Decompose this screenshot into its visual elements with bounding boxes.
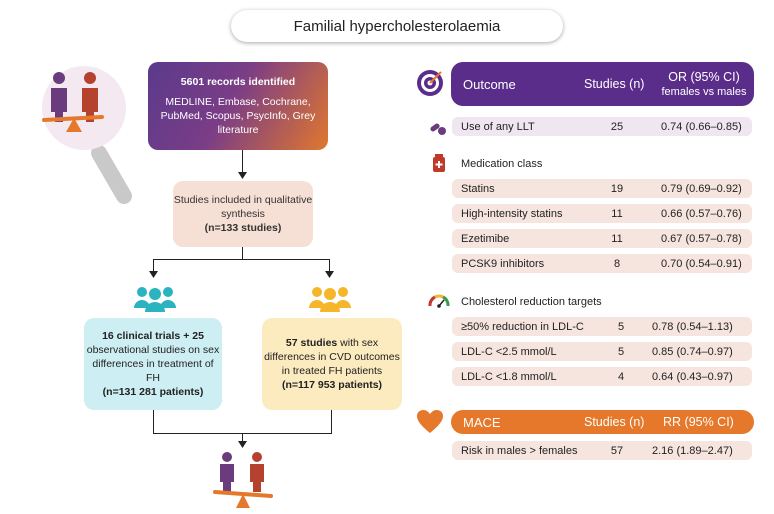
row-n: 4: [617, 370, 625, 383]
outcome-table-header: Outcome Studies (n) OR (95% CI)females v…: [451, 62, 754, 106]
studies-col-header: Studies (n): [584, 415, 645, 429]
row-or: 0.78 (0.54–1.13): [652, 320, 733, 333]
row-n: 5: [617, 320, 625, 333]
table-row: PCSK9 inhibitors 8 0.70 (0.54–0.91): [452, 254, 752, 273]
table-row: LDL-C <2.5 mmol/L 5 0.85 (0.74–0.97): [452, 342, 752, 361]
row-or: 0.70 (0.54–0.91): [661, 257, 742, 270]
group-yellow-icon: [309, 287, 351, 312]
connector: [242, 150, 243, 174]
medicine-bottle-icon: [433, 154, 445, 172]
row-n: 11: [611, 207, 623, 220]
connector: [242, 433, 243, 443]
connector: [329, 259, 330, 273]
row-label: LDL-C <1.8 mmol/L: [461, 370, 557, 383]
cvd-count: (n=117 953 patients): [281, 379, 383, 392]
studies-count: (n=133 studies): [204, 222, 282, 235]
medication-class-header: Medication class: [461, 158, 543, 170]
row-label: Risk in males > females: [461, 444, 578, 457]
row-label: High-intensity statins: [461, 207, 563, 220]
row-label: Statins: [461, 182, 495, 195]
trials-bold: 16 clinical trials + 25: [102, 329, 204, 342]
rr-col-header: RR (95% CI): [663, 415, 734, 429]
row-label: LDL-C <2.5 mmol/L: [461, 345, 557, 358]
page-title: Familial hypercholesterolaemia: [231, 10, 563, 42]
row-or: 0.67 (0.57–0.78): [661, 232, 742, 245]
trials-text: observational studies on sex differences…: [86, 343, 220, 385]
studies-included-box: Studies included in qualitative synthesi…: [173, 181, 313, 247]
cvd-outcomes-box: 57 studies with sex differences in CVD o…: [262, 318, 402, 410]
connector: [153, 259, 330, 260]
row-n: 25: [610, 120, 624, 133]
targets-header: Cholesterol reduction targets: [461, 296, 602, 308]
row-or: 0.79 (0.69–0.92): [661, 182, 742, 195]
arrow-down-icon: [149, 271, 158, 278]
arrow-down-icon: [238, 172, 247, 179]
clinical-trials-box: 16 clinical trials + 25 observational st…: [84, 318, 222, 410]
table-row: Statins 19 0.79 (0.69–0.92): [452, 179, 752, 198]
outcome-col-header: Outcome: [463, 76, 516, 92]
target-icon: [417, 70, 443, 96]
records-identified-box: 5601 records identified MEDLINE, Embase,…: [148, 62, 328, 150]
cvd-description: 57 studies with sex differences in CVD o…: [264, 336, 400, 377]
records-sources: MEDLINE, Embase, Cochrane, PubMed, Scopu…: [160, 95, 316, 137]
connector: [242, 247, 243, 259]
row-label: Ezetimibe: [461, 232, 510, 245]
row-n: 19: [610, 182, 624, 195]
heart-icon: [417, 410, 443, 433]
row-n: 11: [611, 232, 623, 245]
table-row: Use of any LLT 25 0.74 (0.66–0.85): [452, 117, 752, 136]
magnifier-couple-icon: [42, 66, 132, 204]
trials-count: (n=131 281 patients): [102, 386, 204, 399]
studies-col-header: Studies (n): [584, 77, 645, 91]
connector: [331, 410, 332, 433]
table-row: Ezetimibe 11 0.67 (0.57–0.78): [452, 229, 752, 248]
row-rr: 2.16 (1.89–2.47): [652, 444, 733, 457]
row-label: PCSK9 inhibitors: [461, 257, 545, 270]
table-row: ≥50% reduction in LDL-C 5 0.78 (0.54–1.1…: [452, 317, 752, 336]
gauge-icon: [428, 294, 450, 308]
group-teal-icon: [134, 287, 176, 312]
row-or: 0.66 (0.57–0.76): [661, 207, 742, 220]
mace-col-header: MACE: [463, 414, 501, 430]
mace-table-header: MACE Studies (n) RR (95% CI): [451, 410, 754, 434]
pills-icon: [430, 123, 446, 135]
connector: [153, 410, 154, 433]
table-row: High-intensity statins 11 0.66 (0.57–0.7…: [452, 204, 752, 223]
row-n: 5: [617, 345, 625, 358]
couple-scale-icon: [213, 452, 273, 508]
records-title: 5601 records identified: [180, 75, 296, 88]
row-n: 8: [613, 257, 621, 270]
arrow-down-icon: [325, 271, 334, 278]
or-col-header: OR (95% CI)females vs males: [661, 70, 747, 99]
row-label: ≥50% reduction in LDL-C: [461, 320, 584, 333]
row-label: Use of any LLT: [461, 120, 535, 133]
table-row: LDL-C <1.8 mmol/L 4 0.64 (0.43–0.97): [452, 367, 752, 386]
row-or: 0.85 (0.74–0.97): [652, 345, 733, 358]
row-or: 0.64 (0.43–0.97): [652, 370, 733, 383]
studies-line1: Studies included in qualitative synthesi…: [173, 193, 313, 220]
arrow-down-icon: [238, 441, 247, 448]
row-n: 57: [610, 444, 624, 457]
row-or: 0.74 (0.66–0.85): [661, 120, 742, 133]
table-row: Risk in males > females 57 2.16 (1.89–2.…: [452, 441, 752, 460]
connector: [153, 259, 154, 273]
